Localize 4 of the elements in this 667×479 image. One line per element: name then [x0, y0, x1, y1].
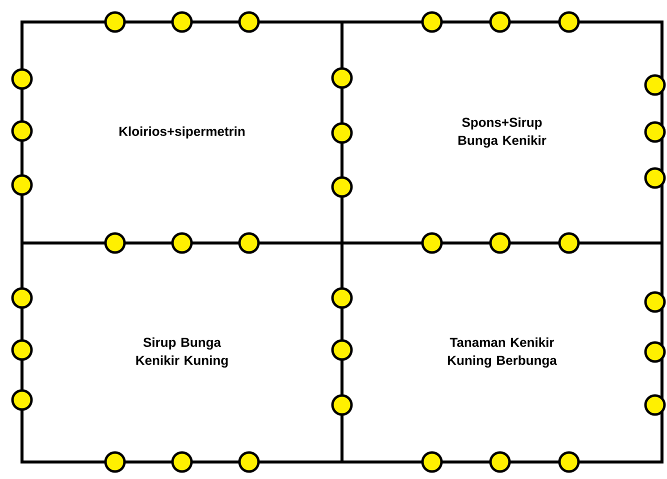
plot-quadrant: Kloirios+sipermetrin	[20, 20, 344, 244]
plot-quadrant: Sirup Bunga Kenikir Kuning	[20, 242, 344, 464]
plot-quadrant: Tanaman Kenikir Kuning Berbunga	[340, 242, 664, 464]
plot-quadrant: Spons+Sirup Bunga Kenikir	[340, 20, 664, 244]
